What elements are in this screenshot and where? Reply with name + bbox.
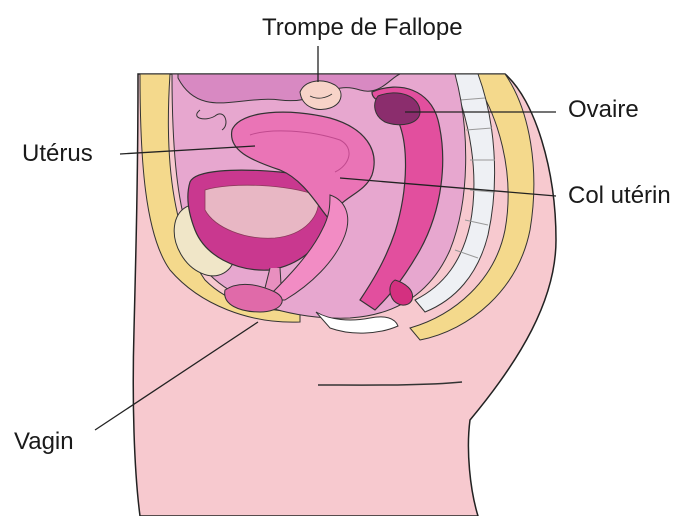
label-vagina: Vagin (14, 430, 74, 454)
label-fallopian-tube: Trompe de Fallope (262, 16, 463, 40)
label-ovary: Ovaire (568, 98, 639, 122)
label-cervix: Col utérin (568, 184, 671, 208)
label-uterus: Utérus (22, 142, 93, 166)
